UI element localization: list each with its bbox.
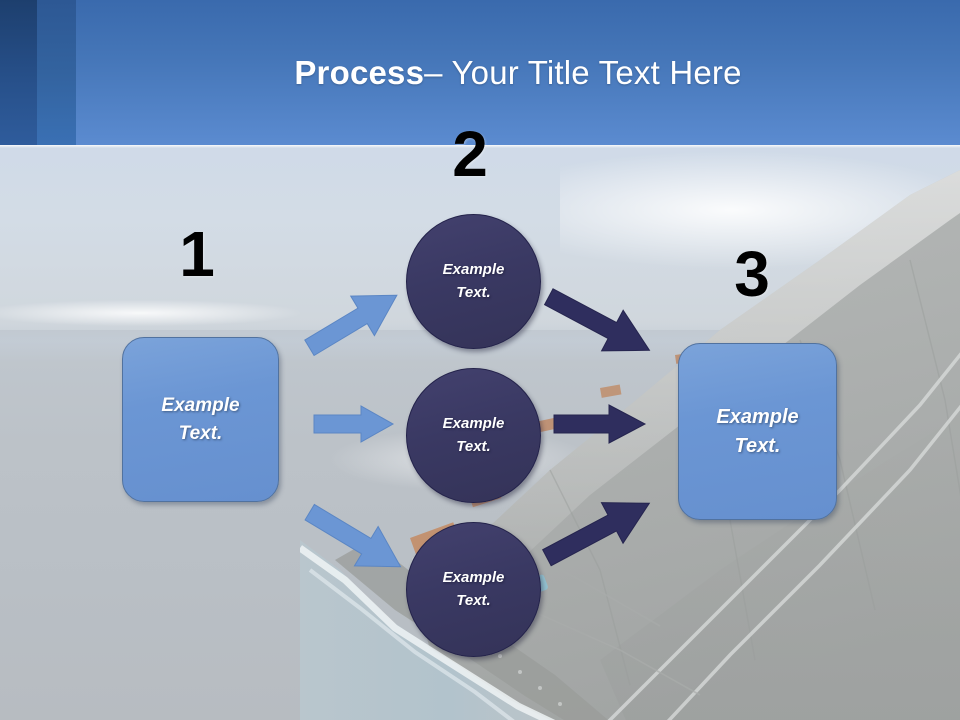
title-bar bbox=[0, 0, 960, 145]
step-number-3: 3 bbox=[734, 238, 770, 310]
page-title-rest: – Your Title Text Here bbox=[424, 53, 742, 91]
connector-arrow-box1-to-node-middle bbox=[313, 404, 395, 444]
process-node-bottom-label-line2: Text. bbox=[456, 591, 491, 609]
process-output-box[interactable]: Example Text. bbox=[678, 343, 837, 520]
title-bar-underline bbox=[0, 145, 960, 148]
step-number-1: 1 bbox=[179, 218, 215, 290]
process-input-box-label-line2: Text. bbox=[178, 422, 223, 444]
process-node-top[interactable]: Example Text. bbox=[406, 214, 541, 349]
title-bar-accent-stripe-dark bbox=[0, 0, 37, 145]
step-number-2: 2 bbox=[452, 118, 488, 190]
connector-arrow-node-middle-to-box3 bbox=[553, 403, 647, 445]
process-output-box-label-line1: Example bbox=[716, 405, 799, 428]
process-input-box-label-line1: Example bbox=[161, 394, 240, 416]
process-node-top-label-line2: Text. bbox=[456, 283, 491, 301]
process-node-top-label-line1: Example bbox=[442, 261, 505, 278]
page-title-bold: Process bbox=[294, 53, 425, 91]
connector-arrow-box1-to-node-bottom bbox=[300, 500, 412, 580]
process-input-box[interactable]: Example Text. bbox=[122, 337, 279, 502]
process-node-middle[interactable]: Example Text. bbox=[406, 368, 541, 503]
background-cloud bbox=[0, 300, 300, 326]
process-output-box-label-line2: Text. bbox=[734, 434, 781, 457]
title-bar-accent-stripe-mid bbox=[37, 0, 76, 145]
process-node-middle-label-line1: Example bbox=[442, 415, 505, 432]
process-node-bottom[interactable]: Example Text. bbox=[406, 522, 541, 657]
connector-arrow-node-bottom-to-box3 bbox=[538, 488, 660, 572]
connector-arrow-node-top-to-box3 bbox=[540, 282, 660, 366]
connector-arrow-box1-to-node-top bbox=[300, 282, 408, 360]
page-title: Process – Your Title Text Here bbox=[76, 0, 960, 145]
process-node-bottom-label-line1: Example bbox=[442, 569, 505, 586]
process-node-middle-label-line2: Text. bbox=[456, 437, 491, 455]
